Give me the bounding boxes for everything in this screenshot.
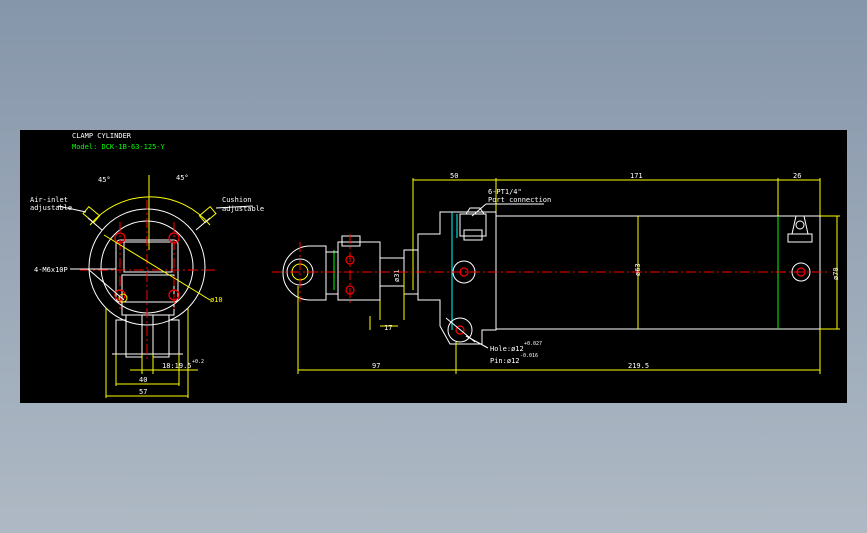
- angle-left-label: 45°: [98, 176, 111, 184]
- dim-97-label: 97: [372, 362, 380, 370]
- dim-17-label: 17: [384, 324, 392, 332]
- pin-label: Pin:ø12: [490, 357, 520, 365]
- rod-end-eye: [282, 245, 327, 301]
- dim-26-label: 26: [793, 172, 801, 180]
- model-number: Model: DCK-1B-63-125-Y: [72, 143, 166, 151]
- dim-219-label: 219.5: [628, 362, 649, 370]
- phi31-label: ø31: [393, 269, 401, 282]
- cylinder-drawing: CLAMP CYLINDER Model: DCK-1B-63-125-Y 45…: [30, 132, 840, 398]
- cad-drawing-canvas: CLAMP CYLINDER Model: DCK-1B-63-125-Y 45…: [20, 130, 847, 403]
- phi63-label: ø63: [634, 263, 642, 276]
- air-inlet-label-2: adjustable: [30, 204, 72, 212]
- phi70-label: ø70: [832, 267, 840, 280]
- dim-171-label: 171: [630, 172, 643, 180]
- air-inlet-fitting: [82, 205, 103, 231]
- phi10-label: ø10: [210, 296, 223, 304]
- port-label-1: 6-PT1/4": [488, 188, 522, 196]
- front-head: [417, 211, 497, 345]
- air-inlet-label-1: Air-inlet: [30, 196, 68, 204]
- dim-57-label: 57: [139, 388, 147, 396]
- pin-tolerance: -0.016: [520, 353, 538, 359]
- bolt-label: 4-M6x10P: [34, 266, 68, 274]
- rod-clevis: [337, 241, 381, 301]
- end-view: 45° 45° Air-inlet adjustable Cushion adj…: [30, 174, 264, 398]
- dim-18-label: 18:19.5: [162, 362, 192, 370]
- hole-tolerance: +0.027: [524, 341, 542, 347]
- cushion-label-1: Cushion: [222, 196, 252, 204]
- hole-label: Hole:ø12: [490, 345, 524, 353]
- side-view: 50 171 26 6-PT1/4" Port connection ø63 ø…: [272, 172, 840, 374]
- angle-arc: [89, 196, 211, 226]
- dim-18-tolerance: +0.2: [192, 359, 204, 365]
- drawing-title: CLAMP CYLINDER: [72, 132, 132, 140]
- angle-right-label: 45°: [176, 174, 189, 182]
- port-label-2: Port connection: [488, 196, 551, 204]
- cushion-label-2: adjustable: [222, 205, 264, 213]
- dim-40-label: 40: [139, 376, 147, 384]
- dim-50-label: 50: [450, 172, 458, 180]
- cushion-fitting: [195, 205, 217, 231]
